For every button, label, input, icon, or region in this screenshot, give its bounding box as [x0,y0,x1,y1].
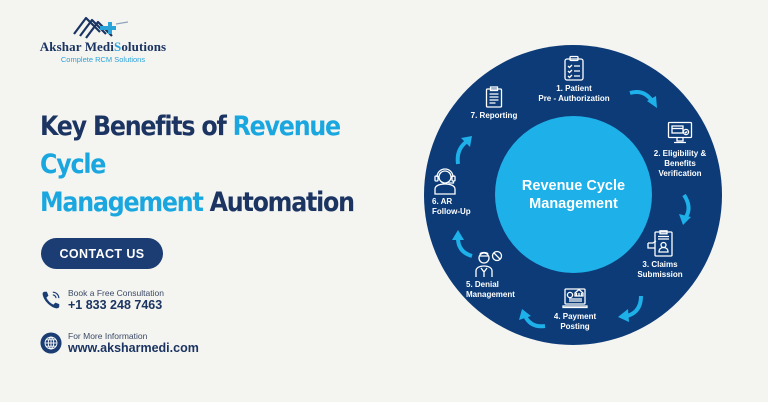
headset-agent-icon [434,168,456,195]
arrow-step3-to-step4-icon [618,295,643,322]
contact-us-button[interactable]: CONTACT US [41,238,163,269]
step-patient-pre-authorization: 1. Patient Pre - Authorization [533,55,615,104]
phone-label: Book a Free Consultation [68,288,164,298]
globe-icon [40,332,62,354]
brand-name: Akshar MediSolutions [39,39,167,54]
arrow-step5-to-step6-icon [452,230,473,258]
logo-books-icon [73,16,129,39]
brand-logo: Akshar MediSolutions Complete RCM Soluti… [28,14,178,64]
monitor-card-icon [667,121,693,144]
clipboard-checklist-icon [564,55,584,81]
step-denial-management: 5. Denial Management [466,250,536,300]
step-claims-submission: 3. Claims Submission [630,230,690,280]
report-clipboard-icon [485,86,503,108]
website-link[interactable]: www.aksharmedi.com [68,341,199,355]
step-eligibility-verification: 2. Eligibility & Benefits Verification [648,121,712,179]
phone-number[interactable]: +1 833 248 7463 [68,298,163,312]
website-label: For More Information [68,331,148,341]
step-reporting: 7. Reporting [464,86,524,121]
phone-icon [42,291,60,309]
step-ar-follow-up: 6. AR Follow-Up [432,167,472,217]
claim-form-icon [647,230,673,257]
step-payment-posting: 4. Payment Posting [548,286,602,332]
arrow-step2-to-step3-icon [679,193,691,225]
laptop-payment-icon [562,288,588,309]
arrow-step1-to-step2-icon [629,90,657,108]
arrow-step6-to-step7-icon [455,136,472,165]
arrow-step4-to-step5-icon [519,309,546,329]
agent-denied-icon [475,250,503,277]
brand-tagline: Complete RCM Solutions [60,55,146,64]
page-title: Key Benefits of Revenue Cycle Management… [40,111,355,218]
